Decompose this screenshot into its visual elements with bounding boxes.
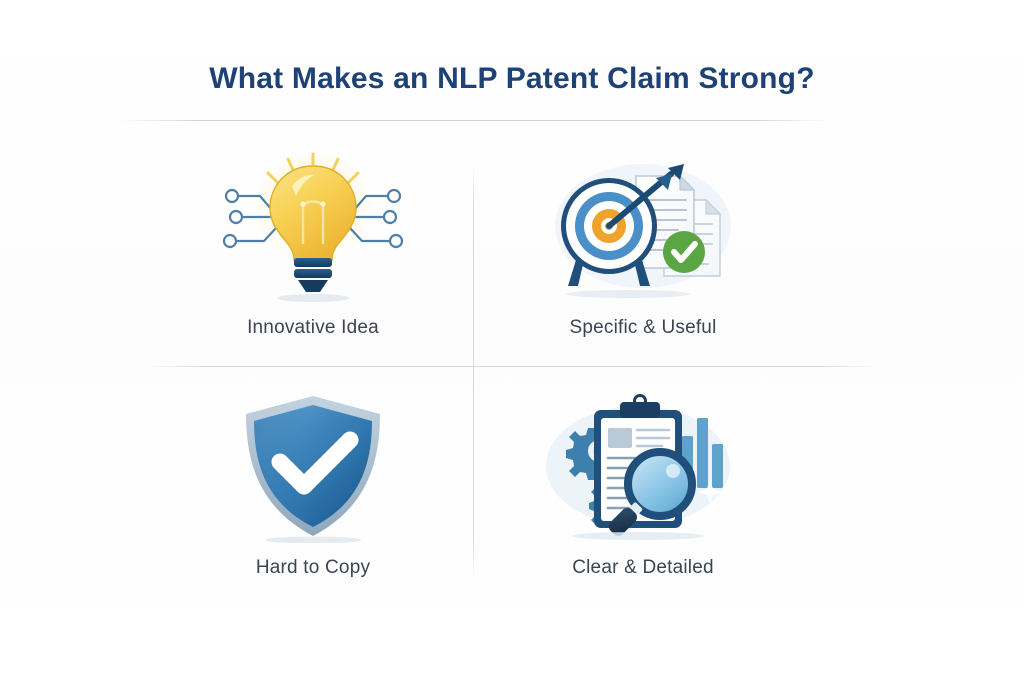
quadrant-label: Clear & Detailed	[572, 557, 714, 578]
quadrant-label: Specific & Useful	[569, 317, 717, 338]
arrow	[606, 164, 684, 229]
check-badge	[663, 231, 705, 273]
quadrant-clear-detailed: Clear & Detailed	[478, 388, 808, 579]
quadrant-innovative-idea: Innovative Idea	[148, 148, 478, 339]
title-divider	[120, 120, 830, 121]
clipboard-magnifier-gears-chart-icon	[546, 394, 730, 540]
page-title: What Makes an NLP Patent Claim Strong?	[209, 62, 815, 95]
magnifier-icon	[608, 448, 696, 536]
quadrant-label: Hard to Copy	[255, 557, 371, 578]
circuit-node-right	[382, 188, 404, 249]
sparkle-icon	[698, 480, 722, 504]
quadrant-hard-to-copy: Hard to Copy	[148, 388, 478, 579]
shield-check-icon	[246, 396, 380, 543]
target-stand	[568, 260, 650, 286]
quadrant-label: Innovative Idea	[247, 317, 379, 338]
target-arrow-documents-check-icon	[555, 164, 731, 298]
quadrant-specific-useful: Specific & Useful	[478, 148, 808, 339]
vertical-divider	[473, 163, 474, 582]
circuit-node-left	[222, 188, 244, 249]
check-mark	[271, 431, 359, 495]
horizontal-divider	[145, 366, 880, 367]
lightbulb-circuit-icon	[222, 152, 404, 302]
